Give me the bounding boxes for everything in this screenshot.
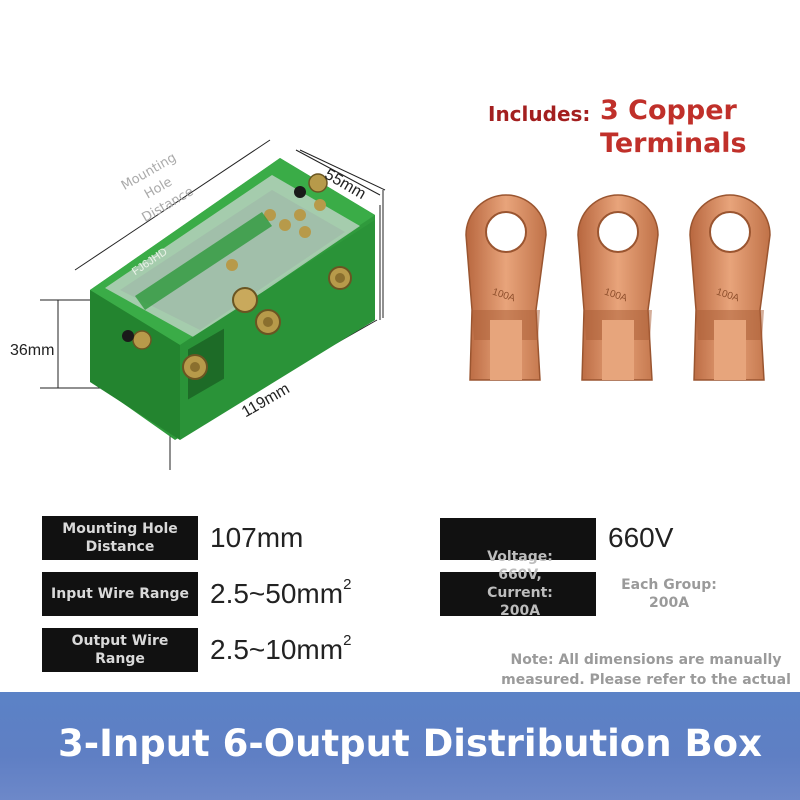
copper-terminals-image	[465, 194, 771, 381]
spec-label-current-box	[440, 572, 596, 616]
footer-title: 3-Input 6-Output Distribution Box	[58, 722, 762, 765]
each-group-label: Each Group:	[621, 577, 717, 593]
each-group-text: Each Group: 200A	[604, 576, 734, 612]
ghost-line: Current:	[487, 585, 553, 601]
product-illustration: FJ6JHD Mounting Hole Distance 55mm 36mm …	[0, 0, 400, 480]
ghost-line: 660V,	[498, 567, 542, 583]
distribution-box-image	[40, 139, 386, 470]
includes-line1: 3 Copper	[600, 95, 737, 126]
value-text: 2.5~50mm	[210, 578, 344, 609]
spec-value-output-wire: 2.5~10mm2	[210, 632, 352, 666]
includes-prefix: Includes:	[488, 102, 591, 126]
spec-label-output-wire: Output Wire Range	[42, 628, 198, 672]
includes-line2: Terminals	[600, 128, 747, 159]
voltage-current-ghost: Voltage: 660V, Current: 200A	[470, 548, 570, 620]
footer-banner	[0, 692, 800, 800]
copper-terminals: 100A 100A 100A	[458, 190, 788, 400]
dimension-height: 36mm	[10, 342, 55, 359]
spec-label-hole-distance: Mounting Hole Distance	[42, 516, 198, 560]
spec-label-voltage-box	[440, 518, 596, 560]
ghost-line: Voltage:	[487, 549, 553, 565]
spec-label-input-wire: Input Wire Range	[42, 572, 198, 616]
spec-value-input-wire: 2.5~50mm2	[210, 576, 352, 610]
value-superscript: 2	[343, 632, 352, 649]
value-text: 2.5~10mm	[210, 634, 344, 665]
spec-value-hole-distance: 107mm	[210, 522, 303, 554]
includes-text: 3 Copper Terminals	[600, 94, 747, 160]
value-superscript: 2	[343, 576, 352, 593]
spec-value-voltage: 660V	[608, 522, 674, 553]
each-group-value: 200A	[648, 595, 690, 611]
ghost-line: 200A	[499, 603, 541, 619]
value-text: 107mm	[210, 522, 304, 553]
